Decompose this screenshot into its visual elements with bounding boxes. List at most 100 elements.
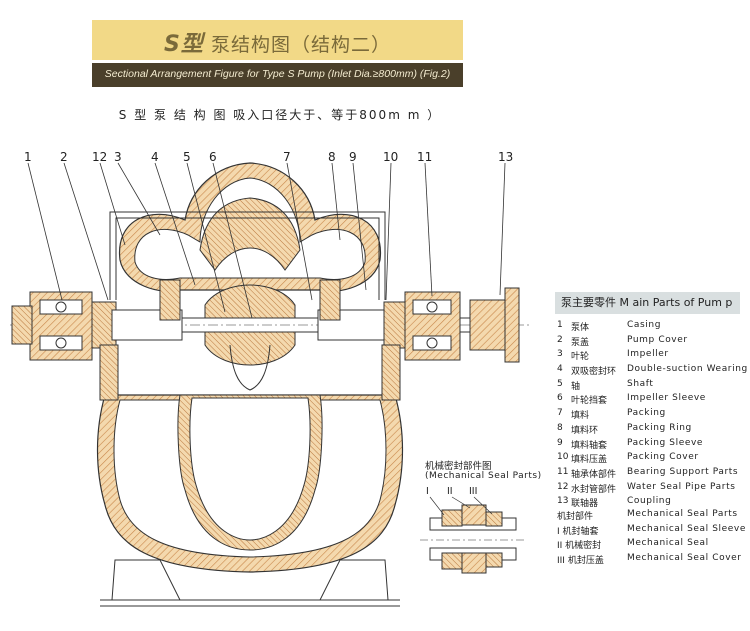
part-no: 5 [557,378,563,389]
part-en: Packing Cover [627,452,699,463]
mech-en: Mechanical Seal [627,538,709,548]
part-en: Coupling [627,496,672,507]
callout-8: 8 [328,150,336,164]
roman-label-1: I [426,486,429,497]
part-cn: 填料环 [571,425,599,436]
mech-en: Mechanical Seal Parts [627,509,738,519]
mech-seal-item: 机封部件 Mechanical Seal Parts [557,509,747,524]
part-no: 2 [557,334,563,345]
part-cn: 轴承体部件 [571,469,617,480]
callout-12: 12 [92,150,108,164]
subtitle-banner: Sectional Arrangement Figure for Type S … [92,63,463,87]
part-cn: 泵体 [571,323,590,333]
part-no: 4 [557,364,563,375]
roman-label-2: II [447,486,453,497]
part-cn: 叶轮挡套 [571,396,608,407]
water-seal-pipes [109,211,386,300]
lower-casing [96,394,404,573]
parts-list-item: 9 填料轴套 Packing Sleeve [557,438,747,453]
callout-3: 3 [114,150,122,164]
part-no: 7 [557,408,563,419]
callout-9: 9 [349,150,357,164]
part-cn: 填料轴套 [571,440,608,451]
part-en: Bearing Support Parts [627,466,739,477]
roman-label-3: III [469,486,478,497]
part-en: Shaft [627,378,654,389]
part-no: 1 [557,320,563,330]
upper-casing [118,162,382,292]
mechanical-seal-inset [420,496,525,574]
part-no: 10 [557,452,569,463]
part-cn: 泵盖 [571,337,590,348]
title-main-text: 泵结构图（结构二） [210,34,391,56]
part-cn: 双吸密封环 [571,367,617,378]
callout-5: 5 [183,150,191,164]
parts-list-item: 3 叶轮 Impeller [557,349,747,364]
callout-7: 7 [283,150,291,164]
part-no: 12 [557,481,569,492]
part-no: 9 [557,437,563,448]
part-no: 6 [557,393,563,404]
part-cn: 轴 [571,381,581,392]
part-en: Packing Sleeve [627,437,704,448]
mech-cn: I 机封轴套 [557,526,599,537]
mech-cn: III 机封压盖 [557,555,604,566]
mech-seal-item: III 机封压盖 Mechanical Seal Cover [557,553,747,568]
subtitle-text: Sectional Arrangement Figure for Type S … [104,68,451,80]
part-en: Packing [627,408,666,419]
callout-10: 10 [383,150,399,164]
title-prefix: S型 [164,32,204,57]
inset-title-cn: 机械密封部件图 [425,461,492,472]
casing-flanges [99,279,401,401]
callout-leaders [27,162,506,319]
mechanical-seal-list: 机封部件 Mechanical Seal Parts I 机封轴套 Mechanic… [557,509,747,567]
mech-en: Mechanical Seal Sleeve [627,523,746,534]
part-en: Impeller Sleeve [627,393,706,404]
parts-list-item: 7 填料 Packing [557,408,747,423]
parts-list-heading: 泵主要零件 M ain Parts of Pum p [555,292,740,314]
part-en: Pump Cover [627,334,688,345]
page-title: S型 泵结构图（结构二） [92,26,463,58]
part-en: Impeller [627,349,669,360]
part-no: 13 [557,496,569,507]
inset-title-en: (Mechanical Seal Parts) [425,471,542,481]
callout-1: 1 [24,150,32,164]
title-banner: S型 泵结构图（结构二） [92,20,463,60]
coupling [469,287,520,363]
parts-list-item: 8 填料环 Packing Ring [557,423,747,438]
part-no: 3 [557,349,563,360]
part-cn: 叶轮 [571,352,590,363]
mech-cn: 机封部件 [557,512,594,522]
callout-13: 13 [498,150,514,164]
callout-6: 6 [209,150,217,164]
part-no: 11 [557,466,569,477]
drawing-caption: S 型 泵 结 构 图 吸入口径大于、等于800m m ） [118,108,442,122]
part-en: Packing Ring [627,422,692,433]
part-no: 8 [557,422,563,433]
parts-list-item: 2 泵盖 Pump Cover [557,335,747,350]
part-cn: 填料 [571,411,590,422]
parts-list-item: 6 叶轮挡套 Impeller Sleeve [557,393,747,408]
callout-2: 2 [60,150,68,164]
part-en: Double-suction Wearing Ring [627,364,750,375]
parts-list-item: 4 双吸密封环 Double-suction Wearing Ring [557,364,750,379]
part-cn: 填料压盖 [571,455,608,466]
mech-en: Mechanical Seal Cover [627,552,742,563]
impeller [204,284,296,391]
mech-seal-item: I 机封轴套 Mechanical Seal Sleeve [557,524,747,539]
part-en: Water Seal Pipe Parts [627,481,736,492]
part-cn: 水封管部件 [571,484,617,495]
callout-4: 4 [151,150,159,164]
callout-11: 11 [417,150,433,164]
part-cn: 联轴器 [571,499,599,510]
left-bearing-assembly [11,291,183,361]
